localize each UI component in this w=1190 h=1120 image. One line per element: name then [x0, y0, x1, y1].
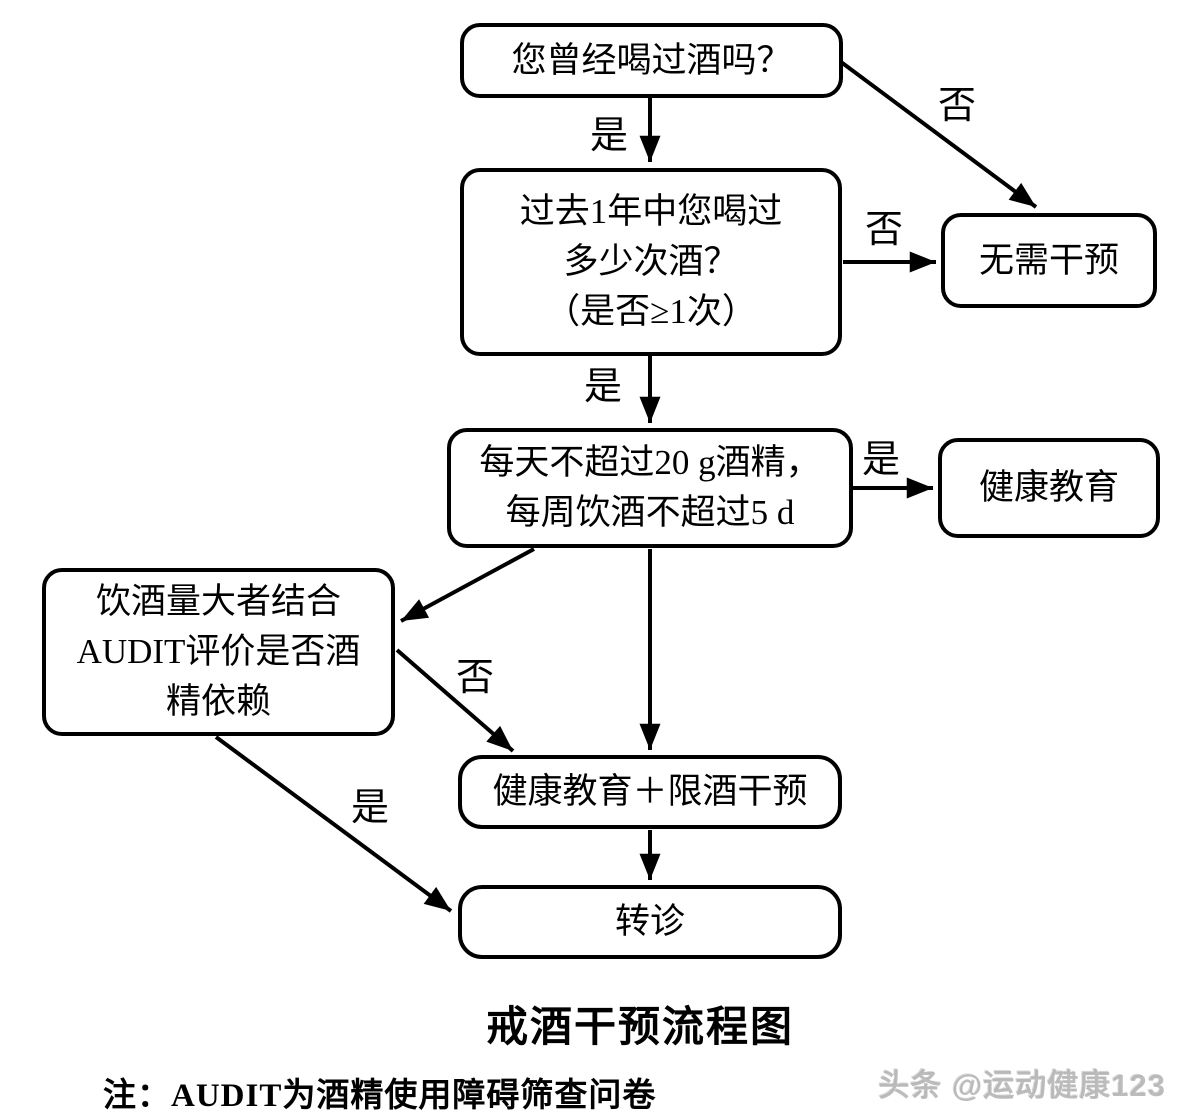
node-past-year: 过去1年中您喝过 多少次酒？ （是否≥1次）	[460, 168, 842, 356]
node-audit-eval: 饮酒量大者结合 AUDIT评价是否酒 精依赖	[42, 568, 395, 736]
arrow-audit-to-referral	[214, 735, 453, 913]
node-health-education: 健康教育	[938, 438, 1160, 538]
edge-label-no-ever: 否	[937, 85, 977, 127]
watermark-toutiao: 头条 @运动健康123	[878, 1068, 1166, 1103]
edge-label-no-pastyear: 否	[864, 209, 904, 251]
arrow-ever-to-nointervention	[839, 60, 1038, 209]
node-no-intervention: 无需干预	[941, 213, 1157, 308]
diagram-note: 注：AUDIT为酒精使用障碍筛查问卷	[103, 1078, 657, 1114]
edge-label-yes-audit: 是	[350, 787, 390, 829]
diagram-title: 戒酒干预流程图	[485, 1003, 794, 1050]
node-referral: 转诊	[458, 885, 842, 959]
arrow-audit-to-edurestrict	[395, 648, 515, 753]
node-ever-drink: 您曾经喝过酒吗？	[460, 23, 843, 98]
arrow-dailylimit-to-audit	[400, 547, 535, 623]
edge-label-yes-pastyear: 是	[583, 366, 623, 408]
edge-label-yes-ever: 是	[589, 115, 629, 157]
edge-label-no-audit: 否	[455, 657, 495, 699]
edge-label-yes-dailylimit: 是	[861, 439, 901, 481]
node-edu-plus-restrict: 健康教育＋限酒干预	[458, 755, 842, 829]
node-daily-limit: 每天不超过20 g酒精， 每周饮酒不超过5 d	[447, 428, 853, 548]
